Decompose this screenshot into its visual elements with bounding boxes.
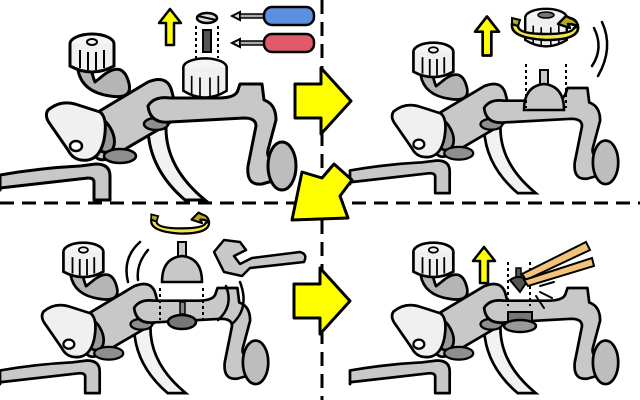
- faucet-icon: [348, 41, 620, 195]
- sparkle-lines-icon: [535, 281, 555, 309]
- screwdriver-red-icon: [229, 32, 316, 54]
- rotate-arrow-icon: [149, 211, 211, 235]
- valve-seat-icon: [159, 288, 204, 331]
- next-step-arrow-icon: [292, 266, 352, 336]
- up-arrow-icon: [473, 14, 501, 58]
- valve-seat-icon: [502, 262, 538, 334]
- faucet-handle-icon: [181, 56, 229, 99]
- vibration-lines-icon: [125, 240, 245, 326]
- step-4-panel: [348, 240, 620, 395]
- wrench-icon: [212, 238, 307, 278]
- faucet-icon: [0, 32, 298, 202]
- valve-spindle-icon: [160, 241, 204, 284]
- up-arrow-icon: [157, 7, 183, 47]
- tweezers-icon: [520, 240, 596, 288]
- vibration-lines-icon: [590, 20, 609, 78]
- valve-bonnet-icon: [522, 64, 567, 112]
- step-1-panel: [0, 5, 316, 202]
- step-3-panel: [0, 211, 307, 395]
- screwdriver-blue-icon: [229, 5, 316, 27]
- up-arrow-icon: [471, 245, 497, 285]
- step-2-panel: [348, 7, 620, 195]
- next-step-arrow-icon: [293, 66, 353, 136]
- screw-icon: [195, 11, 219, 58]
- next-step-arrow-icon: [290, 162, 354, 222]
